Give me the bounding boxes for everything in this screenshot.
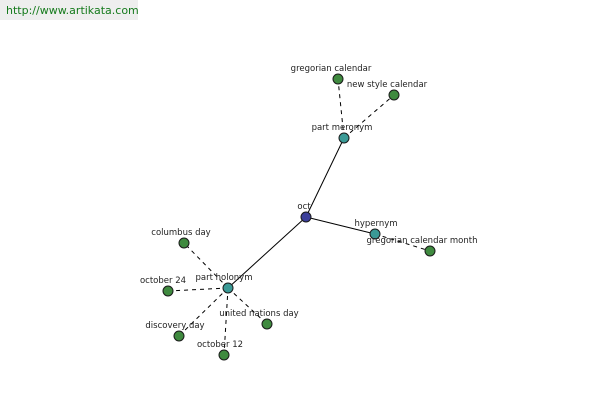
node-label-october-12: october 12 bbox=[197, 340, 243, 350]
node-label-new-style-calendar: new style calendar bbox=[347, 80, 428, 90]
edge-part-meronym-to-new-style-calendar bbox=[343, 94, 395, 139]
edge-oct-to-part-meronym bbox=[305, 137, 345, 218]
edge-oct-to-hypernym bbox=[305, 216, 376, 235]
node-label-hypernym: hypernym bbox=[354, 219, 397, 229]
node-part-holonym[interactable] bbox=[222, 282, 234, 294]
node-columbus-day[interactable] bbox=[178, 237, 190, 249]
node-label-discovery-day: discovery day bbox=[145, 321, 204, 331]
node-label-part-holonym: part holonym bbox=[196, 273, 253, 283]
node-discovery-day[interactable] bbox=[173, 330, 185, 342]
edge-part-holonym-to-october-12 bbox=[223, 287, 229, 356]
node-october-12[interactable] bbox=[218, 349, 230, 361]
nodes-layer bbox=[162, 73, 436, 361]
node-label-gregorian-calendar-month: gregorian calendar month bbox=[367, 236, 478, 246]
node-gregorian-calendar-month[interactable] bbox=[424, 245, 436, 257]
edge-part-meronym-to-gregorian-calendar bbox=[337, 78, 345, 139]
edges-layer bbox=[167, 78, 431, 356]
node-label-october-24: october 24 bbox=[140, 276, 186, 286]
edge-part-holonym-to-discovery-day bbox=[178, 287, 229, 337]
node-part-meronym[interactable] bbox=[338, 132, 350, 144]
node-october-24[interactable] bbox=[162, 285, 174, 297]
edge-part-holonym-to-columbus-day bbox=[183, 242, 229, 289]
node-oct[interactable] bbox=[300, 211, 312, 223]
node-label-oct: oct bbox=[297, 202, 311, 212]
node-hypernym[interactable] bbox=[369, 228, 381, 240]
node-new-style-calendar[interactable] bbox=[388, 89, 400, 101]
labels-layer: oct part meronym hypernym part holonym grego… bbox=[140, 64, 477, 350]
node-label-gregorian-calendar: gregorian calendar bbox=[291, 64, 372, 74]
edge-part-holonym-to-united-nations-day bbox=[227, 287, 268, 325]
edge-part-holonym-to-october-24 bbox=[167, 287, 229, 292]
node-label-columbus-day: columbus day bbox=[151, 228, 210, 238]
node-united-nations-day[interactable] bbox=[261, 318, 273, 330]
edge-hypernym-to-gregorian-calendar-month bbox=[374, 233, 431, 252]
source-banner: http://www.artikata.com bbox=[0, 0, 139, 20]
node-label-part-meronym: part meronym bbox=[312, 123, 373, 133]
edge-oct-to-part-holonym bbox=[227, 216, 307, 289]
node-gregorian-calendar[interactable] bbox=[332, 73, 344, 85]
source-link[interactable]: http://www.artikata.com bbox=[6, 4, 139, 17]
node-label-united-nations-day: united nations day bbox=[219, 309, 298, 319]
